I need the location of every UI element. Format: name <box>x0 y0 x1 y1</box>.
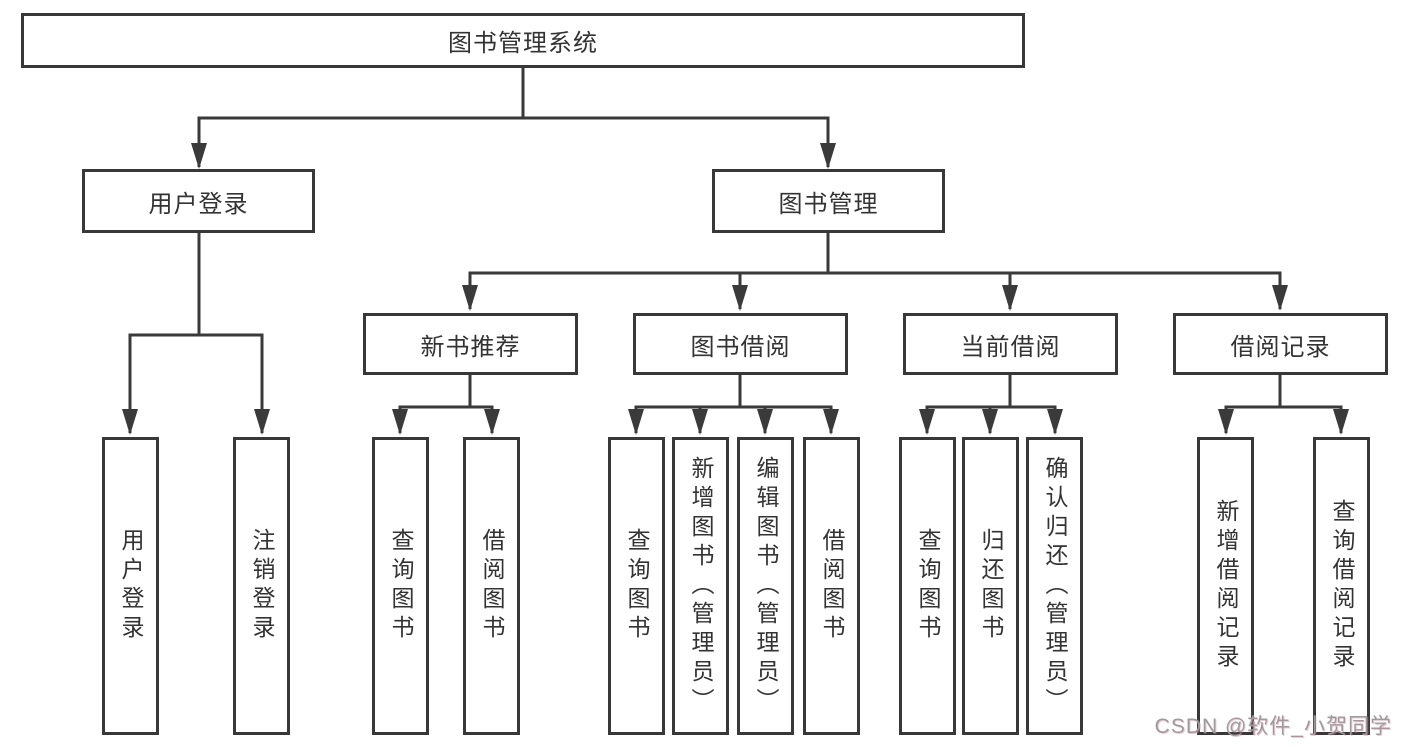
leaf-label: 确认归还（管理员） <box>1042 455 1068 717</box>
leaf-add-books-admin: 新增图书（管理员） <box>672 437 729 735</box>
node-library-management-system: 图书管理系统 <box>21 13 1025 68</box>
connector-mgmt-bar <box>468 271 1282 309</box>
leaf-label: 借阅图书 <box>479 528 505 644</box>
leaf-label: 用户登录 <box>118 528 144 644</box>
node-label: 图书管理系统 <box>448 30 598 57</box>
leaf-label: 新增借阅记录 <box>1213 499 1239 673</box>
leaf-edit-books-admin: 编辑图书（管理员） <box>737 437 794 735</box>
leaf-query-borrow-record: 查询借阅记录 <box>1313 437 1370 735</box>
arrowhead <box>1047 409 1063 435</box>
node-borrowing-records: 借阅记录 <box>1173 313 1388 375</box>
arrowhead <box>484 409 500 435</box>
leaf-label: 编辑图书（管理员） <box>753 455 779 717</box>
connector-login-bar <box>128 333 264 433</box>
leaf-borrow-books-recommend: 借阅图书 <box>463 437 520 735</box>
leaf-add-borrow-record: 新增借阅记录 <box>1197 437 1254 735</box>
arrowhead <box>820 143 836 169</box>
leaf-label: 借阅图书 <box>819 528 845 644</box>
csdn-watermark: CSDN @软件_小贺同学 <box>1154 715 1392 738</box>
leaf-label: 查询图书 <box>388 528 414 644</box>
node-label: 用户登录 <box>148 190 249 218</box>
leaf-label: 查询借阅记录 <box>1329 499 1355 673</box>
arrowhead <box>692 409 708 435</box>
leaf-label: 注销登录 <box>249 528 275 644</box>
arrowhead <box>122 409 138 435</box>
leaf-query-books-recommend: 查询图书 <box>372 437 429 735</box>
leaf-label: 归还图书 <box>978 528 1004 644</box>
node-book-borrowing: 图书借阅 <box>633 313 848 375</box>
node-book-management: 图书管理 <box>712 169 945 233</box>
arrowhead <box>392 409 408 435</box>
node-label: 新书推荐 <box>420 333 521 361</box>
leaf-label: 新增图书（管理员） <box>688 455 714 717</box>
connector-root-bar <box>197 116 830 167</box>
node-label: 当前借阅 <box>960 333 1061 361</box>
arrowhead <box>628 409 644 435</box>
leaf-borrow-books: 借阅图书 <box>803 437 860 735</box>
node-label: 借阅记录 <box>1230 333 1331 361</box>
arrowhead <box>919 409 935 435</box>
leaf-label: 查询图书 <box>915 528 941 644</box>
arrowhead <box>191 143 207 169</box>
arrowhead <box>1272 285 1288 311</box>
node-user-login: 用户登录 <box>82 169 315 233</box>
leaf-label: 查询图书 <box>624 528 650 644</box>
leaf-logout: 注销登录 <box>233 437 290 735</box>
leaf-query-books-borrow: 查询图书 <box>608 437 665 735</box>
arrowhead <box>823 409 839 435</box>
node-label: 图书借阅 <box>690 333 791 361</box>
leaf-user-login: 用户登录 <box>102 437 159 735</box>
arrowhead <box>732 285 748 311</box>
arrowhead <box>462 285 478 311</box>
arrowhead <box>254 409 270 435</box>
arrowhead <box>757 409 773 435</box>
leaf-return-books: 归还图书 <box>962 437 1019 735</box>
arrowhead <box>982 409 998 435</box>
node-current-borrowing: 当前借阅 <box>903 313 1118 375</box>
node-new-book-recommendation: 新书推荐 <box>363 313 578 375</box>
node-label: 图书管理 <box>778 190 879 218</box>
leaf-query-books-current: 查询图书 <box>899 437 956 735</box>
arrowhead <box>1002 285 1018 311</box>
leaf-confirm-return-admin: 确认归还（管理员） <box>1026 437 1083 735</box>
arrowhead <box>1333 409 1349 435</box>
arrowhead <box>1218 409 1234 435</box>
